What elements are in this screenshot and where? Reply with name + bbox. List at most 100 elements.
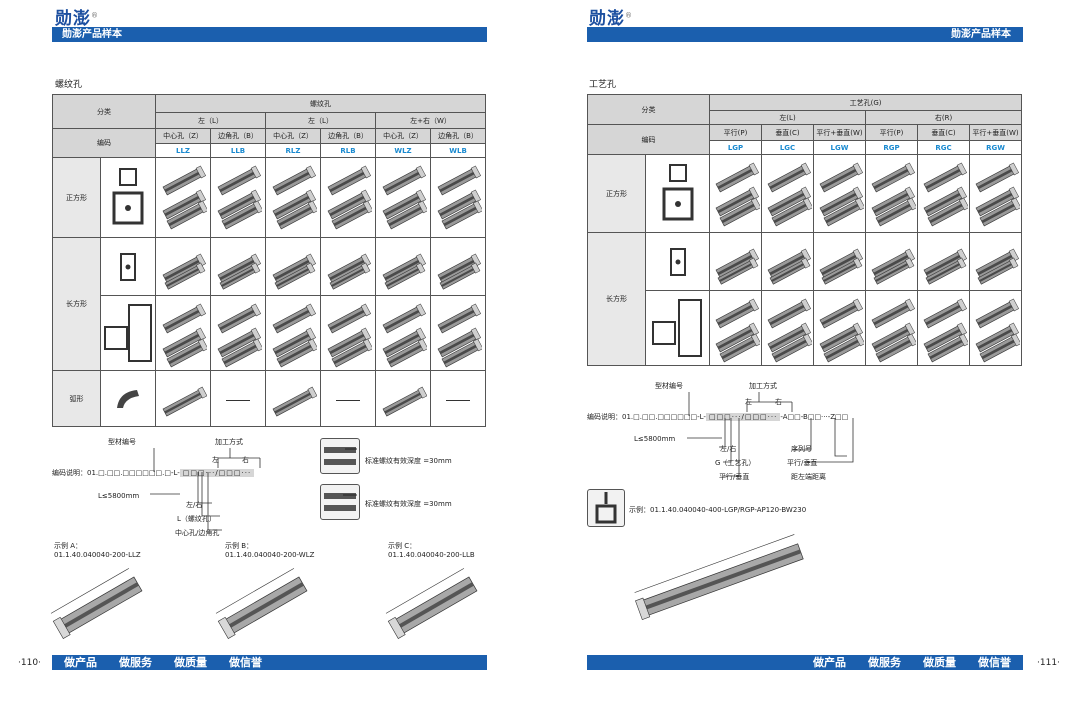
row-label-rect: 长方形 bbox=[587, 232, 646, 366]
process-hole-table: 分类 工艺孔(G) 左(L) 右(R) 编码 平行(P) 垂直(C) 平行+垂直… bbox=[587, 94, 1023, 366]
thread-note: L（螺纹孔） bbox=[177, 515, 216, 523]
column-header: 平行(P) bbox=[709, 124, 762, 141]
row-label-arc: 弧形 bbox=[52, 370, 101, 427]
example-c-code: 01.1.40.040040-200-LLB bbox=[388, 551, 475, 559]
column-header: 中心孔（Z） bbox=[155, 128, 211, 144]
depth-icon-2 bbox=[320, 484, 360, 520]
section-title: 螺纹孔 bbox=[55, 80, 83, 90]
group-header: 螺纹孔 bbox=[154, 94, 487, 113]
profile-image bbox=[917, 232, 970, 291]
example-a-drawing bbox=[50, 565, 160, 644]
profile-image bbox=[265, 157, 321, 238]
pc2-note: 平行/垂直 bbox=[787, 459, 818, 467]
catalog-title: 勋澎产品样本 bbox=[62, 29, 122, 40]
profile-image bbox=[210, 295, 266, 371]
depth-note-2: 标准螺纹有效深度 =30mm bbox=[365, 500, 452, 508]
code-header: 编码 bbox=[52, 128, 156, 158]
profile-image bbox=[155, 295, 211, 371]
profile-image bbox=[155, 157, 211, 238]
profile-image bbox=[429, 295, 487, 371]
profile-image bbox=[429, 157, 487, 238]
header-band: 勋澎产品样本 bbox=[52, 27, 487, 42]
process-label: 加工方式 bbox=[749, 382, 777, 390]
footer-slogans: 做产品做服务做质量做信誉 bbox=[64, 656, 262, 669]
example-b-title: 示例 B： bbox=[225, 542, 254, 550]
category-header: 分类 bbox=[587, 94, 710, 125]
code-cell: LLB bbox=[210, 143, 266, 158]
brand-logo: 勋澎® bbox=[589, 9, 633, 29]
code-cell: LLZ bbox=[155, 143, 211, 158]
profile-image bbox=[155, 370, 211, 427]
profile-image bbox=[265, 370, 321, 427]
column-header: 中心孔（Z） bbox=[375, 128, 431, 144]
example-a-code: 01.1.40.040040-200-LLZ bbox=[54, 551, 141, 559]
section-icon-square bbox=[645, 154, 710, 233]
footer-band: 做产品做服务做质量做信誉 bbox=[587, 655, 1023, 670]
profile-image bbox=[865, 290, 918, 366]
profile-image bbox=[320, 237, 376, 296]
code-cell: RGC bbox=[917, 140, 970, 155]
profile-image bbox=[709, 232, 762, 291]
hole-note: 中心孔/边角孔 bbox=[175, 529, 220, 537]
code-leader-lines bbox=[150, 448, 261, 531]
code-cell: WLB bbox=[429, 143, 487, 158]
serial-note: 序列号 bbox=[791, 445, 812, 453]
column-header: 平行(P) bbox=[865, 124, 918, 141]
profile-image bbox=[917, 290, 970, 366]
profile-image bbox=[813, 290, 866, 366]
profile-image bbox=[155, 237, 211, 296]
profile-image bbox=[375, 157, 431, 238]
profile-image bbox=[320, 295, 376, 371]
depth-note-1: 标准螺纹有效深度 =30mm bbox=[365, 457, 452, 465]
thread-hole-table: 分类 螺纹孔 左（L） 左（L） 左+右（W） 编码 中心孔（Z） 边角孔（B）… bbox=[52, 94, 487, 427]
length-note: L≤5800mm bbox=[634, 435, 676, 443]
catalog-title: 勋澎产品样本 bbox=[951, 29, 1011, 40]
profile-image bbox=[265, 295, 321, 371]
process-label: 加工方式 bbox=[215, 438, 243, 446]
code-cell: LGC bbox=[761, 140, 814, 155]
subheader-left: 左（L） bbox=[155, 112, 266, 129]
code-leader-lines bbox=[687, 392, 854, 477]
pc-note: 平行/垂直 bbox=[719, 473, 750, 481]
dist-note: 距左端距离 bbox=[791, 473, 826, 481]
example-c-drawing bbox=[385, 565, 495, 644]
column-header: 中心孔（Z） bbox=[265, 128, 321, 144]
profile-no-label: 型材编号 bbox=[655, 382, 683, 390]
right-label: 右 bbox=[242, 456, 249, 464]
code-explain-line: 编码说明：01.□.□□.□□□□□□.□-L-□□□···/□□□··· bbox=[52, 468, 255, 478]
lr-note: 左/右 bbox=[186, 501, 203, 509]
example-icon bbox=[587, 489, 625, 527]
code-explain-line: 编码说明：01.□.□□.□□□□□□-L-□□□···/□□□···-A□□-… bbox=[587, 413, 849, 421]
depth-icon-1 bbox=[320, 438, 360, 474]
left-page: 勋澎® 勋澎产品样本 螺纹孔 分类 螺纹孔 左（L） 左（L） 左+右（W） 编… bbox=[0, 0, 536, 708]
section-icon-rect-large bbox=[100, 295, 156, 371]
code-cell: LGW bbox=[813, 140, 866, 155]
profile-image bbox=[210, 237, 266, 296]
column-header: 垂直(C) bbox=[761, 124, 814, 141]
page-number: ·111· bbox=[1037, 658, 1060, 668]
row-label-square: 正方形 bbox=[587, 154, 646, 233]
example-c-title: 示例 C： bbox=[388, 542, 417, 550]
footer-slogans: 做产品做服务做质量做信誉 bbox=[813, 656, 1011, 669]
subheader-both: 左+右（W） bbox=[374, 112, 487, 129]
example-drawing bbox=[632, 525, 822, 624]
subheader-left: 左(L) bbox=[709, 110, 866, 125]
section-icon-rect-large bbox=[645, 290, 710, 366]
length-note: L≤5800mm bbox=[98, 492, 140, 500]
example-a-title: 示例 A： bbox=[54, 542, 83, 550]
example-b-code: 01.1.40.040040-200-WLZ bbox=[225, 551, 315, 559]
code-cell: LGP bbox=[709, 140, 762, 155]
profile-image bbox=[265, 237, 321, 296]
brand-logo: 勋澎® bbox=[55, 9, 99, 29]
empty-cell bbox=[210, 370, 266, 427]
profile-image bbox=[709, 290, 762, 366]
subheader-right: 左（L） bbox=[265, 112, 376, 129]
code-cell: WLZ bbox=[375, 143, 431, 158]
profile-image bbox=[320, 157, 376, 238]
example-code: 示例：01.1.40.040040-400-LGP/RGP-AP120-BW23… bbox=[629, 506, 807, 514]
right-page: 勋澎® 勋澎产品样本 工艺孔 分类 工艺孔(G) 左(L) 右(R) 编码 平行… bbox=[537, 0, 1073, 708]
subheader-right: 右(R) bbox=[864, 110, 1023, 125]
profile-image bbox=[761, 290, 814, 366]
profile-image bbox=[917, 154, 970, 233]
profile-image bbox=[375, 295, 431, 371]
